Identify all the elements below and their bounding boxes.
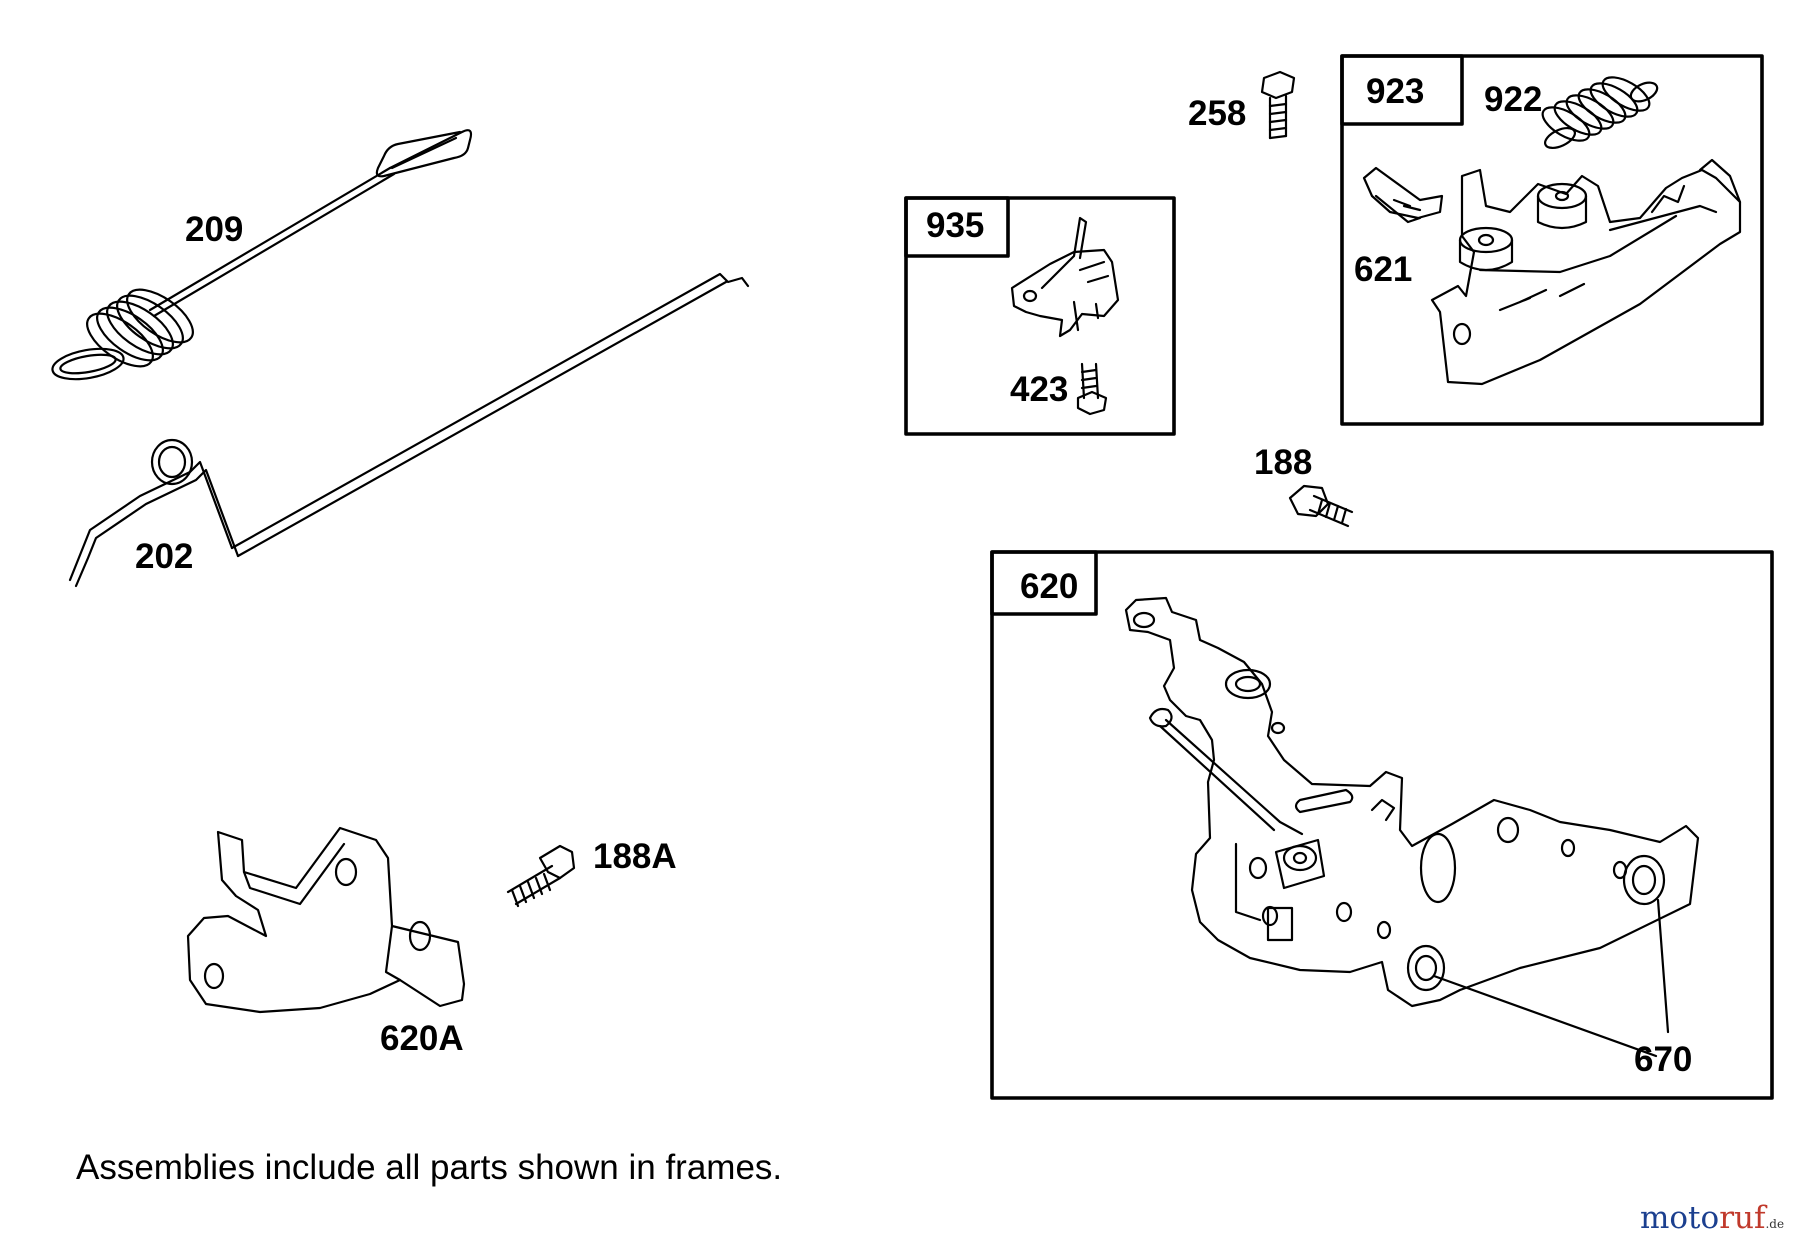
part-label-188A: 188A: [593, 837, 677, 876]
part-label-620A: 620A: [380, 1019, 464, 1058]
watermark-part1: moto: [1640, 1200, 1720, 1236]
part-label-202: 202: [135, 537, 194, 576]
part-label-922: 922: [1484, 80, 1543, 119]
screw-423: [1076, 362, 1108, 416]
part-label-423: 423: [1010, 370, 1069, 409]
clip-621: [1362, 166, 1444, 224]
frame-620: [990, 550, 1774, 1100]
frame-923: [1340, 54, 1764, 426]
frame-label-935: 935: [926, 206, 985, 245]
watermark-part2: ruf: [1719, 1200, 1766, 1236]
bracket-620A: [186, 826, 466, 1014]
part-label-670: 670: [1634, 1040, 1693, 1079]
spring-922: [1541, 76, 1659, 150]
control-bracket-923: [1430, 158, 1742, 386]
part-label-621: 621: [1354, 250, 1413, 289]
leader-lines-670: [1432, 898, 1670, 1058]
screw-188: [1288, 484, 1354, 528]
part-label-258: 258: [1188, 94, 1247, 133]
screw-188A: [506, 844, 576, 908]
governor-link-rod-202: [68, 272, 750, 588]
frame-935: [904, 196, 1176, 436]
governor-control-620: [1124, 596, 1700, 1008]
frame-label-620: 620: [1020, 567, 1079, 606]
part-label-188: 188: [1254, 443, 1313, 482]
spring-rod-209: [51, 129, 473, 381]
frame-label-923: 923: [1366, 72, 1425, 111]
bolt-258: [1260, 70, 1296, 140]
part-label-209: 209: [185, 210, 244, 249]
watermark-logo: motoruf.de: [1640, 1200, 1784, 1236]
watermark-suffix: .de: [1765, 1217, 1785, 1231]
assemblies-note: Assemblies include all parts shown in fr…: [76, 1148, 783, 1187]
